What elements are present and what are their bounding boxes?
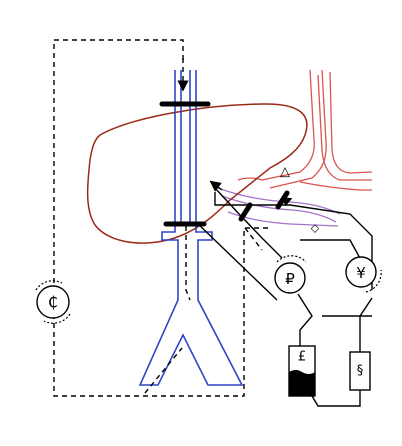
solid-circuit xyxy=(195,187,373,407)
pump-middle-label: ₽ xyxy=(285,270,295,288)
pump-left-label: ₵ xyxy=(48,293,58,312)
reservoir-label: £ xyxy=(298,350,306,365)
pump-right-label: ¥ xyxy=(356,264,366,282)
diamond-marker: ◇ xyxy=(311,222,320,235)
component-label: § xyxy=(357,364,364,379)
red-duct-structure xyxy=(237,69,373,191)
arrow-icon xyxy=(209,180,223,192)
pump-middle: ₽ xyxy=(274,255,307,294)
triangle-marker: △ xyxy=(280,165,290,180)
organ-outline xyxy=(86,103,308,244)
pump-left: ₵ xyxy=(35,280,71,324)
pump-right: ¥ xyxy=(345,256,382,293)
blue-vessel xyxy=(138,70,244,386)
dashed-circuit xyxy=(53,39,270,397)
reservoir: £ xyxy=(288,345,316,397)
rotation-arrow-icon xyxy=(276,255,307,263)
component-box: § xyxy=(349,351,371,391)
arrow-icon xyxy=(275,197,293,207)
